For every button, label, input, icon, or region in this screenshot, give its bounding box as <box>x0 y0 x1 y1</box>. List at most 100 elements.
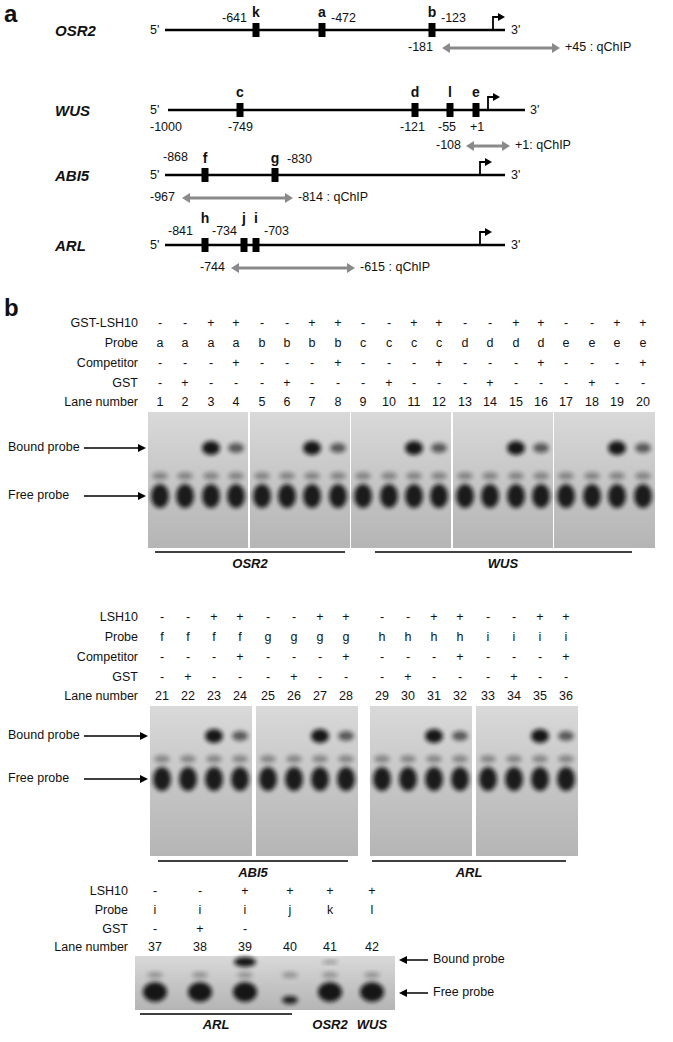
lane-cell: f <box>238 630 241 644</box>
lane-cell: - <box>285 316 289 330</box>
row-header: Competitor <box>77 356 138 370</box>
lane-cell: e <box>563 336 570 350</box>
gel-band <box>206 755 222 763</box>
lane-cell: + <box>286 884 293 898</box>
gel-band <box>558 472 574 480</box>
lane-cell: - <box>380 650 384 664</box>
lane-cell: - <box>318 670 322 684</box>
gel-band <box>583 484 601 508</box>
lane-cell: a <box>182 336 189 350</box>
tss-arrowhead <box>498 13 505 21</box>
probe-letter: c <box>236 84 244 100</box>
gel-band <box>373 767 391 791</box>
gel-band <box>234 957 256 967</box>
band-pointer <box>84 495 140 497</box>
band-pointer <box>405 959 428 961</box>
lane-cell: b <box>335 336 342 350</box>
band-pointer-head <box>399 956 407 964</box>
binding-site-box <box>429 23 436 37</box>
probe-letter: i <box>254 210 258 226</box>
lane-cell: 41 <box>323 940 337 954</box>
gel-band <box>608 441 626 455</box>
gel-band <box>635 472 651 480</box>
row-header: Probe <box>105 336 138 350</box>
lane-cell: + <box>404 670 411 684</box>
lane-cell: - <box>406 610 410 624</box>
lane-cell: 5 <box>259 395 266 409</box>
position-label: +45 : qChIP <box>565 40 631 54</box>
lane-cell: e <box>589 336 596 350</box>
band-pointer <box>84 778 142 780</box>
gene-group-label: WUS <box>488 557 518 572</box>
gel-band <box>254 472 270 480</box>
gel-band <box>322 972 338 978</box>
lane-cell: 35 <box>533 689 547 703</box>
lane-cell: 15 <box>509 395 523 409</box>
lane-cell: a <box>208 336 215 350</box>
row-header: Probe <box>105 630 138 644</box>
band-pointer-head <box>138 444 146 452</box>
gel-band <box>282 972 298 978</box>
lane-cell: - <box>538 650 542 664</box>
row-header: Lane number <box>64 395 138 409</box>
lane-cell: d <box>487 336 494 350</box>
lane-cell: c <box>436 336 442 350</box>
lane-cell: 26 <box>287 689 301 703</box>
gel-band <box>154 755 170 763</box>
gel-band <box>381 472 397 480</box>
gel-band <box>355 472 371 480</box>
lane-cell: + <box>181 376 188 390</box>
band-pointer-head <box>399 989 407 997</box>
gel-band <box>304 472 320 480</box>
lane-cell: + <box>435 316 442 330</box>
gel-band <box>425 767 443 791</box>
lane-cell: k <box>327 903 333 917</box>
lane-cell: 3 <box>208 395 215 409</box>
lane-cell: 27 <box>313 689 327 703</box>
lane-cell: e <box>614 336 621 350</box>
lane-cell: 30 <box>401 689 415 703</box>
qchip-arrow <box>472 145 504 148</box>
band-pointer-head <box>140 732 148 740</box>
gel-band <box>233 982 257 1002</box>
gene-name: OSR2 <box>55 22 96 39</box>
lane-cell: - <box>160 650 164 664</box>
gel-band <box>425 729 443 743</box>
position-label: 5' <box>150 103 159 117</box>
gel-band <box>533 443 549 453</box>
gel-band <box>205 729 223 743</box>
lane-cell: + <box>410 316 417 330</box>
lane-cell: 1 <box>157 395 164 409</box>
position-label: Bound probe <box>433 952 505 966</box>
row-header: Lane number <box>54 940 128 954</box>
gene-group-label: ABI5 <box>238 866 268 881</box>
gel-band <box>480 755 496 763</box>
gel-band <box>228 443 244 453</box>
lane-cell: d <box>462 336 469 350</box>
lane-cell: 17 <box>559 395 573 409</box>
lane-cell: + <box>512 316 519 330</box>
gel-band <box>312 755 328 763</box>
probe-letter: a <box>318 4 326 20</box>
gel-band <box>286 755 302 763</box>
band-pointer <box>84 447 140 449</box>
qchip-arrow <box>448 47 554 50</box>
lane-cell: j <box>289 903 292 917</box>
gel-band <box>506 755 522 763</box>
lane-cell: + <box>196 922 203 936</box>
lane-cell: 16 <box>534 395 548 409</box>
gene-group-label: OSR2 <box>232 557 267 572</box>
lane-cell: - <box>463 356 467 370</box>
lane-cell: 18 <box>585 395 599 409</box>
lane-cell: 12 <box>432 395 446 409</box>
gel-band <box>151 484 169 508</box>
gel-band <box>279 472 295 480</box>
lane-cell: d <box>513 336 520 350</box>
lane-cell: - <box>564 316 568 330</box>
lane-cell: - <box>539 376 543 390</box>
probe-letter: j <box>242 210 246 226</box>
lane-cell: l <box>371 903 374 917</box>
lane-cell: 7 <box>309 395 316 409</box>
lane-cell: + <box>368 884 375 898</box>
